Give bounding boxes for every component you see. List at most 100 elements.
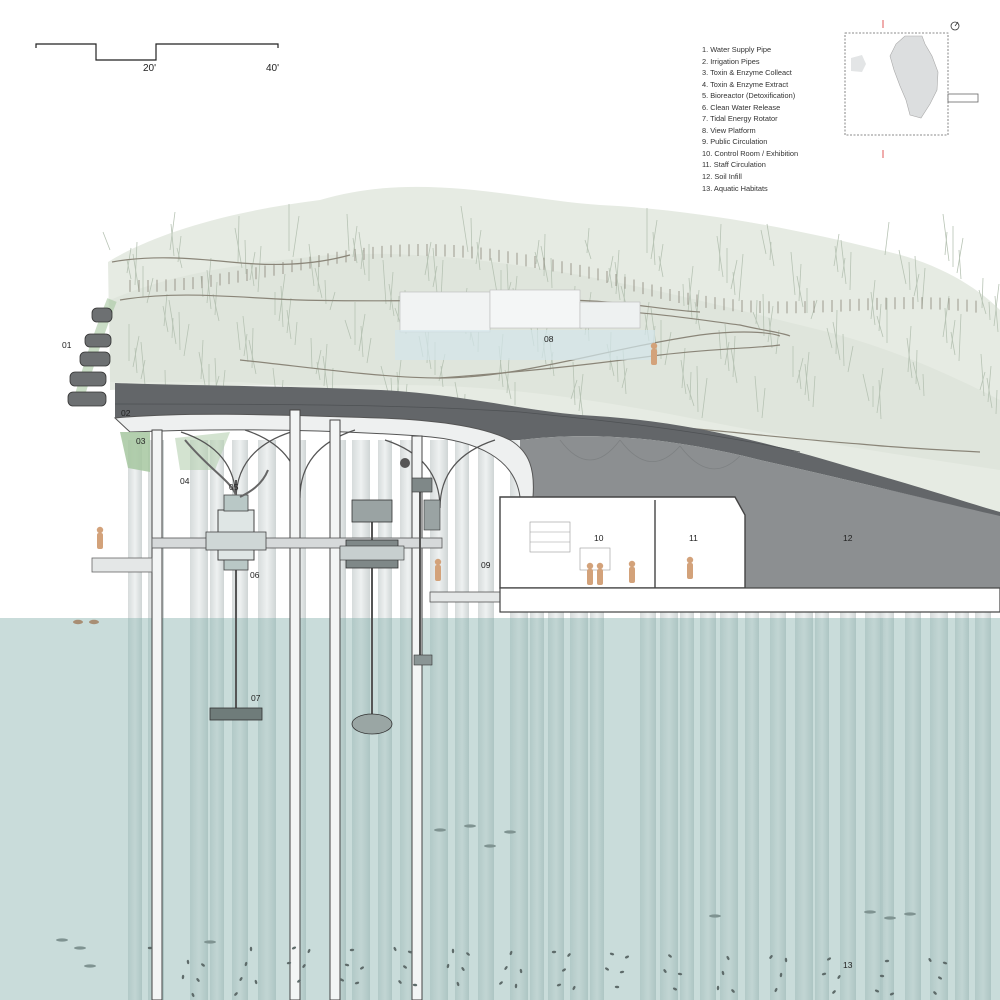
shell	[234, 992, 238, 996]
pile-submerged	[660, 618, 678, 1000]
shell	[668, 954, 672, 958]
grass-blade	[200, 339, 204, 380]
grass-blade	[358, 231, 366, 276]
grass-blade	[906, 337, 913, 379]
water-body	[0, 618, 1000, 1000]
pile-above-water	[190, 440, 208, 618]
pier-column	[151, 429, 163, 1000]
grass-blade	[570, 379, 578, 400]
label-03: 03	[136, 436, 146, 446]
grass-blade	[681, 347, 686, 389]
figure-head	[586, 562, 594, 570]
grass-blade	[986, 377, 993, 409]
grass-blade	[696, 365, 699, 413]
fish	[884, 916, 896, 920]
pile-submerged	[128, 618, 142, 1000]
shell	[562, 968, 566, 972]
shell	[191, 992, 195, 998]
grass-blade	[323, 343, 328, 387]
grass-blade	[958, 313, 962, 362]
pile-submerged	[680, 618, 694, 1000]
grass-blade	[755, 299, 758, 325]
grass-blade	[286, 309, 292, 340]
grass-blade	[614, 261, 621, 301]
label-02: 02	[121, 408, 131, 418]
legend-item: 6. Clean Water Release	[702, 102, 781, 112]
grass-blade	[862, 373, 870, 402]
shell	[721, 970, 725, 976]
grass-blade	[586, 227, 590, 254]
pile-above-water	[258, 440, 276, 618]
shell	[605, 967, 609, 971]
pile-submerged	[570, 618, 588, 1000]
shell	[672, 987, 678, 991]
grass-blade	[840, 239, 847, 285]
pile-above-water	[352, 440, 370, 618]
grass-blade	[652, 231, 656, 266]
grass-blade	[257, 245, 262, 293]
grass-blade	[898, 249, 907, 285]
grass-blade	[914, 255, 919, 303]
pile-submerged	[640, 618, 656, 1000]
shell	[349, 948, 355, 952]
grass-blade	[388, 283, 395, 317]
grass-blade	[178, 311, 181, 351]
pile-submerged	[352, 618, 370, 1000]
pile-submerged	[930, 618, 948, 1000]
figure-head	[686, 556, 694, 564]
fish	[864, 910, 876, 914]
grass-blade	[908, 261, 911, 291]
grass-blade	[236, 321, 241, 351]
grass-blade	[658, 243, 664, 272]
grass-blade	[476, 241, 481, 271]
grass-blade	[426, 253, 430, 282]
shell	[779, 972, 783, 978]
grass-blade	[695, 289, 700, 325]
grass-blade	[280, 285, 284, 328]
shell	[302, 964, 306, 968]
label-12: 12	[843, 533, 853, 543]
grass-blade	[718, 329, 722, 360]
control-room	[499, 496, 1000, 613]
grass-blade	[126, 247, 132, 274]
shell	[879, 974, 885, 978]
grass-blade	[432, 265, 438, 288]
underdeck-structure	[113, 413, 534, 509]
grass-blade	[102, 231, 111, 251]
shell	[307, 948, 311, 954]
grass-blade	[724, 341, 730, 366]
grass-blade	[243, 333, 248, 357]
label-07: 07	[251, 693, 261, 703]
shell	[884, 959, 890, 963]
legend-item: 5. Bioreactor (Detoxification)	[702, 91, 796, 101]
legend-item: 11. Staff Circulation	[702, 160, 766, 170]
shell	[837, 975, 841, 979]
pile-above-water	[128, 440, 142, 618]
grass-blade	[922, 373, 925, 397]
label-08: 08	[544, 334, 554, 344]
shell	[874, 989, 880, 993]
grass-blade	[687, 265, 694, 313]
grass-blade	[608, 267, 613, 289]
grass-blade	[292, 215, 300, 258]
shell	[147, 946, 153, 950]
bioreactor-unit-center	[339, 499, 405, 735]
grass-blade	[621, 367, 628, 389]
shell	[412, 983, 418, 987]
legend-item: 2. Irrigation Pipes	[702, 56, 760, 66]
grass-blade	[171, 317, 174, 339]
north-arrow-icon	[950, 21, 960, 31]
grass-blade	[950, 331, 956, 356]
grass-blade	[382, 259, 387, 305]
grass-blade	[424, 241, 432, 276]
shell	[393, 946, 397, 952]
grass-blade	[768, 317, 773, 349]
aquatic-habitats	[56, 619, 948, 998]
figure-head	[96, 526, 104, 534]
grass-blade	[432, 247, 438, 294]
label-09: 09	[481, 560, 491, 570]
shell	[619, 970, 625, 974]
grass-blade	[834, 245, 839, 273]
figure-body	[651, 349, 657, 365]
grass-blade	[212, 293, 220, 322]
